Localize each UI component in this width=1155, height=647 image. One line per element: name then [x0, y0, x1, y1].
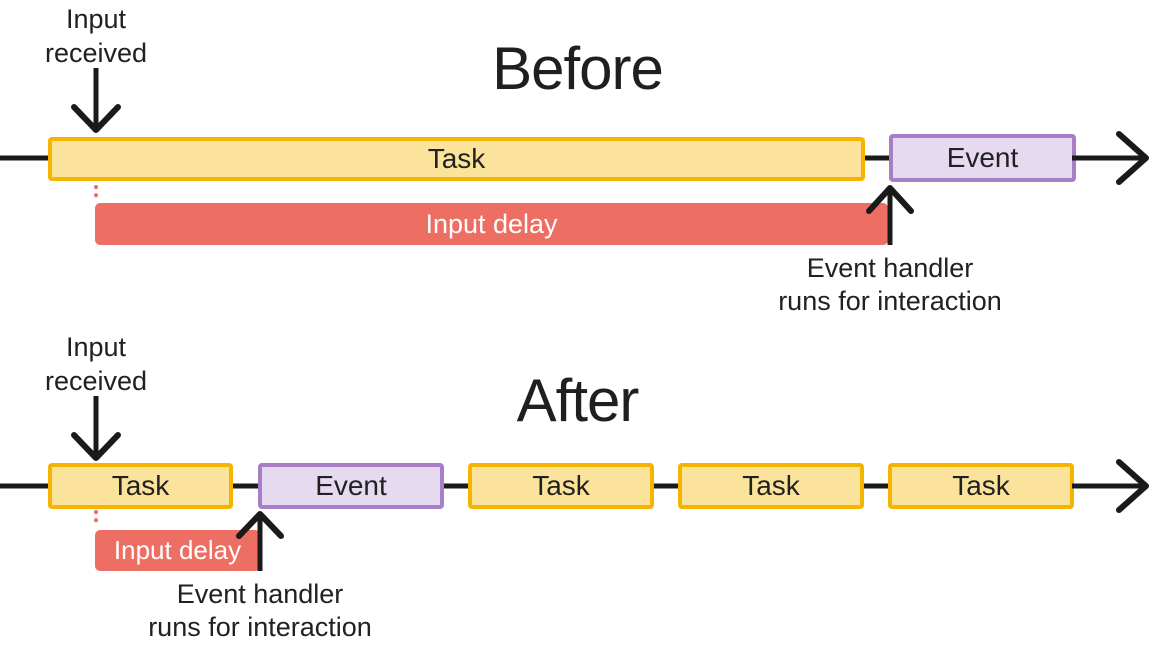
after-input-delay-bar: Input delay	[95, 530, 260, 571]
before-input-delay-label: Input delay	[425, 208, 558, 239]
before-event-bar-label: Event	[946, 142, 1019, 173]
after-title: After	[516, 367, 640, 434]
after-event-bar-label: Event	[315, 470, 387, 501]
before-event-handler-line2: runs for interaction	[778, 286, 1002, 316]
after-task-bar-2: Task	[468, 463, 654, 509]
after-event-bar: Event	[258, 463, 444, 509]
after-task-bar-2-label: Task	[532, 470, 590, 501]
before-input-received-line2: received	[44, 38, 148, 68]
before-input-delay-bar: Input delay	[95, 203, 888, 245]
before-task-bar-label: Task	[427, 143, 486, 174]
after-event-handler-line2: runs for interaction	[148, 612, 372, 642]
before-input-received-label: Input received	[16, 2, 176, 70]
before-event-handler-line1: Event handler	[806, 253, 974, 283]
after-task-bar-3: Task	[678, 463, 864, 509]
before-task-bar: Task	[48, 137, 865, 181]
after-input-delay-label: Input delay	[113, 535, 242, 565]
after-input-received-line2: received	[44, 366, 148, 396]
before-event-handler-label: Event handler runs for interaction	[715, 252, 1065, 318]
after-task-bar-3-label: Task	[742, 470, 800, 501]
before-title: Before	[492, 35, 664, 102]
after-input-arrow-down-head	[71, 432, 121, 461]
after-input-received-line1: Input	[65, 332, 127, 362]
before-input-arrow-down-head	[71, 104, 121, 133]
after-timeline-arrow-right-head	[1116, 459, 1149, 513]
after-input-received-label: Input received	[16, 330, 176, 398]
before-event-bar: Event	[889, 134, 1076, 182]
after-event-handler-line1: Event handler	[176, 579, 344, 609]
after-event-handler-label: Event handler runs for interaction	[85, 578, 435, 644]
after-task-bar-4: Task	[888, 463, 1074, 509]
before-input-received-line1: Input	[65, 4, 127, 34]
after-first-task-bar-label: Task	[111, 470, 170, 501]
before-timeline-arrow-right-head	[1116, 131, 1149, 185]
after-task-bar-4-label: Task	[952, 470, 1010, 501]
after-first-task-bar: Task	[48, 463, 233, 509]
